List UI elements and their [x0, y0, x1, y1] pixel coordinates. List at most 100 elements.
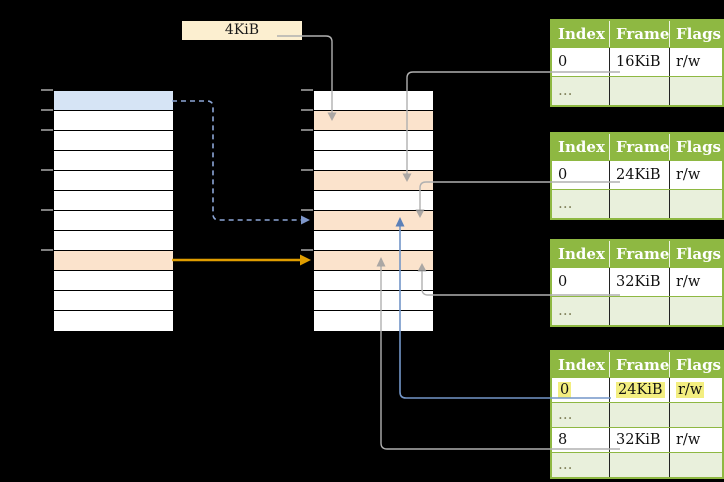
memory-cell	[314, 191, 433, 211]
memory-cell	[314, 231, 433, 251]
table-header-cell: Frame	[609, 21, 669, 47]
address-tick	[41, 249, 53, 251]
table-cell: r/w	[669, 428, 722, 452]
virtual-memory-column	[53, 90, 174, 332]
memory-cell	[314, 131, 433, 151]
table-header-cell: Frame	[609, 134, 669, 160]
address-tick	[41, 209, 53, 211]
table-cell: …	[552, 297, 609, 325]
table-cell: r/w	[669, 48, 722, 76]
memory-cell	[54, 191, 173, 211]
memory-cell	[54, 311, 173, 331]
memory-cell	[54, 231, 173, 251]
table-cell: 32KiB	[609, 428, 669, 452]
table-cell	[609, 77, 669, 105]
memory-cell	[314, 91, 433, 111]
address-tick	[301, 209, 313, 211]
table-header-cell: Frame	[609, 241, 669, 267]
highlighted-value: r/w	[676, 382, 705, 398]
address-tick	[301, 169, 313, 171]
memory-cell	[54, 111, 173, 131]
table-cell: …	[552, 403, 609, 427]
memory-cell	[314, 251, 433, 271]
table-cell: 0	[552, 378, 609, 402]
table-row: …	[552, 402, 722, 427]
memory-cell	[314, 311, 433, 331]
table-cell: 32KiB	[609, 268, 669, 296]
table-row: …	[552, 296, 722, 325]
memory-cell	[314, 211, 433, 231]
arrow-virtual-orange	[172, 254, 311, 266]
table-cell	[669, 403, 722, 427]
table-cell	[609, 297, 669, 325]
address-tick	[301, 129, 313, 131]
address-tick	[41, 89, 53, 91]
table-row: …	[552, 76, 722, 105]
table-header-cell: Flags	[669, 134, 722, 160]
table-header-cell: Index	[552, 241, 609, 267]
table-cell: r/w	[669, 268, 722, 296]
memory-cell	[54, 251, 173, 271]
table-cell: 16KiB	[609, 48, 669, 76]
table-cell	[609, 403, 669, 427]
memory-cell	[54, 271, 173, 291]
memory-cell	[314, 111, 433, 131]
table-cell: …	[552, 77, 609, 105]
table-row: 0 24KiB r/w	[552, 377, 722, 402]
table-header-cell: Frame	[609, 352, 669, 377]
memory-cell	[54, 131, 173, 151]
address-tick	[301, 249, 313, 251]
table-header-cell: Index	[552, 134, 609, 160]
table-row: …	[552, 189, 722, 218]
table-cell	[669, 453, 722, 477]
memory-cell	[314, 271, 433, 291]
table-cell: 8	[552, 428, 609, 452]
table-cell: 0	[552, 48, 609, 76]
table-cell: 24KiB	[609, 161, 669, 189]
table-cell	[609, 453, 669, 477]
memory-cell	[54, 151, 173, 171]
memory-cell	[54, 291, 173, 311]
memory-cell	[54, 211, 173, 231]
memory-cell	[54, 91, 173, 111]
memory-cell	[314, 151, 433, 171]
table-cell: r/w	[669, 161, 722, 189]
memory-cell	[314, 171, 433, 191]
table-cell	[669, 77, 722, 105]
table-header-cell: Flags	[669, 352, 722, 377]
memory-cell	[54, 171, 173, 191]
table-cell	[669, 297, 722, 325]
address-tick	[301, 109, 313, 111]
arrow-virtual-blue-dashed	[172, 100, 310, 225]
memory-cell	[314, 291, 433, 311]
address-tick	[41, 169, 53, 171]
table-header-cell: Index	[552, 352, 609, 377]
table-cell	[609, 190, 669, 218]
table-cell: r/w	[669, 378, 722, 402]
page-size-label: 4KiB	[182, 21, 302, 40]
physical-memory-column	[313, 90, 434, 332]
table-cell	[669, 190, 722, 218]
table-row: …	[552, 452, 722, 477]
address-tick	[41, 109, 53, 111]
table-cell: …	[552, 190, 609, 218]
highlighted-value: 24KiB	[616, 382, 665, 398]
address-tick	[301, 89, 313, 91]
table-header-cell: Flags	[669, 241, 722, 267]
address-tick	[41, 129, 53, 131]
table-cell: 24KiB	[609, 378, 669, 402]
table-header-cell: Flags	[669, 21, 722, 47]
